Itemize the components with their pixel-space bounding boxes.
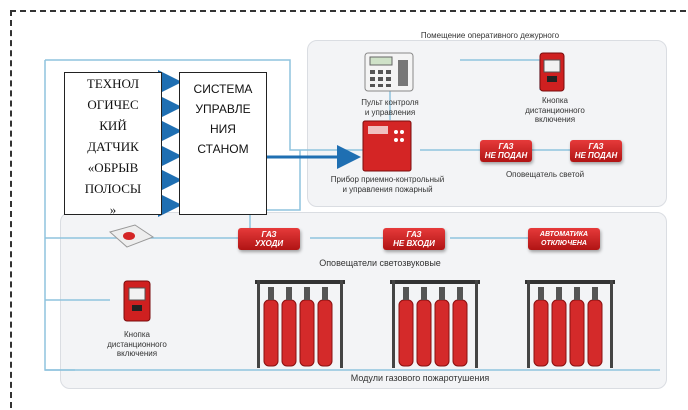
keypad-icon	[364, 52, 414, 92]
room-title: Помещение оперативного дежурного	[420, 31, 560, 40]
fire-alarm-device-icon	[362, 120, 412, 172]
sign-gas-not-supplied-1: ГАЗ НЕ ПОДАН	[480, 140, 532, 162]
remote-button-top-icon	[539, 52, 565, 92]
fire-device-label: Прибор приемно-контрольный и управления …	[330, 175, 445, 194]
control-panel-label: Пульт контроля и управления	[361, 98, 419, 117]
light-sound-label: Оповещатели светозвуковые	[319, 258, 441, 268]
button-link-line	[460, 59, 541, 90]
remote-button-top-label: Кнопка дистанционного включения	[525, 96, 585, 125]
gas-module-group-1	[255, 280, 345, 368]
dashed-frame	[10, 10, 686, 408]
device-drop-line	[249, 150, 301, 238]
remote-button-bottom-label: Кнопка дистанционного включения	[107, 330, 167, 359]
manual-call-point-icon	[108, 224, 155, 248]
sign-gas-leave: ГАЗ УХОДИ	[238, 228, 300, 250]
sensor-box: ТЕХНОЛ ОГИЧЕС КИЙ ДАТЧИК «ОБРЫВ ПОЛОСЫ »	[64, 72, 162, 217]
modules-label: Модули газового пожаротушения	[350, 373, 490, 383]
sign-auto-off: АВТОМАТИКА ОТКЛЮЧЕНА	[528, 228, 600, 250]
control-system-box: СИСТЕМА УПРАВЛЕ НИЯ СТАНОМ	[179, 72, 267, 215]
sign-gas-not-supplied-2: ГАЗ НЕ ПОДАН	[570, 140, 622, 162]
arrows	[158, 70, 361, 217]
gas-module-group-3	[525, 280, 615, 368]
remote-button-bottom-icon	[123, 280, 151, 322]
top-bus-line	[45, 59, 365, 151]
sign-gas-do-not-enter: ГАЗ НЕ ВХОДИ	[383, 228, 445, 250]
gas-module-group-2	[390, 280, 480, 368]
light-signal-label: Оповещатель светой	[505, 170, 585, 179]
wire-lines	[44, 59, 660, 371]
